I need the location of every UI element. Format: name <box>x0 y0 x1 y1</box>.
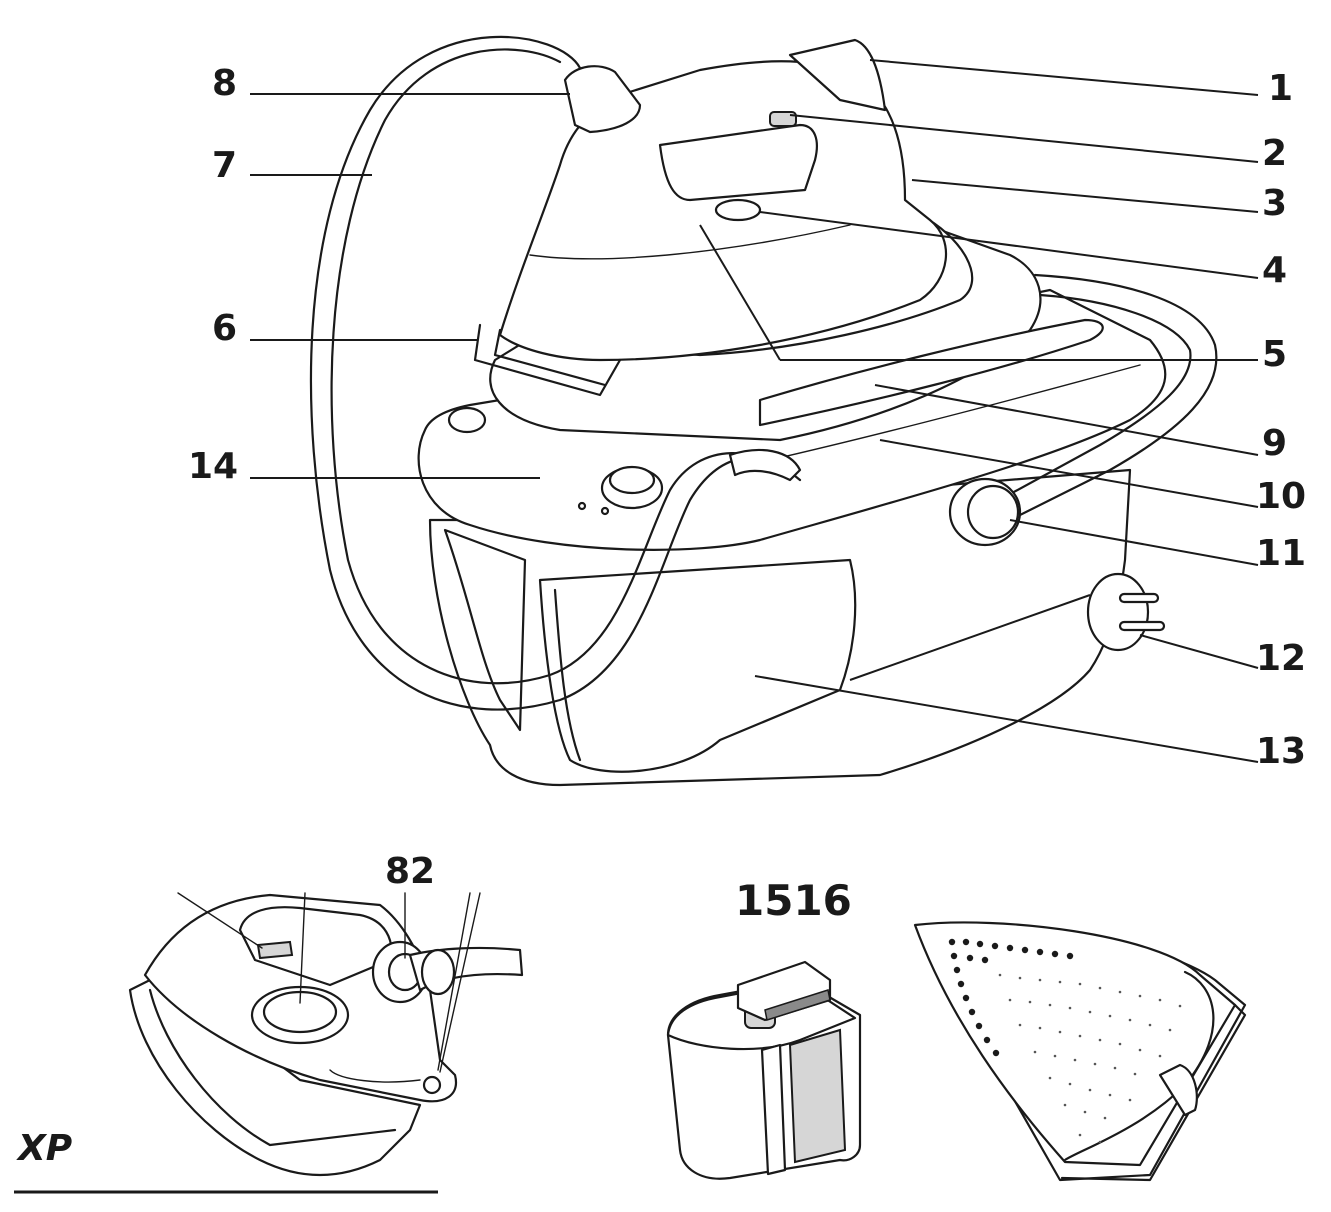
detail-cord-end <box>420 948 456 996</box>
control-knob-top <box>608 465 656 495</box>
iron-body-line <box>529 224 851 260</box>
tank-strap <box>760 1043 787 1176</box>
callout-14: 14 <box>188 446 238 487</box>
detail-leader <box>439 892 481 1073</box>
steam-generator-illustration <box>309 35 1218 787</box>
callout-6: 6 <box>212 308 237 349</box>
hose-anchor <box>728 448 802 482</box>
model-code-label: XP <box>16 1128 72 1169</box>
steam-hose <box>309 35 792 711</box>
callout-13: 13 <box>1256 731 1306 772</box>
soleplate-cover-illustration <box>913 921 1247 1182</box>
tank-cap-grip <box>764 989 831 1021</box>
callout-8: 8 <box>212 63 237 104</box>
detail-iron-sole-edge <box>148 988 397 1147</box>
carry-handle <box>988 273 1218 532</box>
callout-2: 2 <box>1262 133 1287 174</box>
power-socket <box>1086 572 1150 652</box>
callout-12: 12 <box>1256 638 1306 679</box>
iron-rear-cap <box>788 38 887 112</box>
detail-rear-screw <box>422 1075 442 1095</box>
base-side-recess <box>443 528 527 732</box>
cover-plate <box>913 921 1237 1167</box>
detail-leader <box>299 892 306 1004</box>
handle-hub-inner <box>966 484 1020 540</box>
tank-side <box>788 1028 847 1164</box>
callout-3: 3 <box>1262 183 1287 224</box>
detail-leader <box>437 892 471 1071</box>
callout-11: 11 <box>1256 533 1306 574</box>
socket-pin <box>1118 620 1166 632</box>
iron-number-label: 82 <box>385 851 435 892</box>
thermostat-dial <box>714 198 762 222</box>
callout-5: 5 <box>1262 334 1287 375</box>
cord-collar <box>563 65 642 134</box>
small-button <box>447 406 487 434</box>
callout-9: 9 <box>1262 423 1287 464</box>
water-tank-window-edge <box>553 588 582 762</box>
callout-1: 1 <box>1268 68 1293 109</box>
water-tank-window <box>538 558 857 773</box>
detail-steam-trigger <box>256 940 294 960</box>
cover-knob <box>1158 1063 1198 1117</box>
tank-number-label: 1516 <box>735 876 852 925</box>
iron-rest-clip <box>473 323 622 397</box>
indicator-light <box>577 501 587 511</box>
cover-perforation <box>998 973 1182 1144</box>
steam-hose-inner <box>330 48 802 685</box>
detail-base-line <box>329 1069 421 1083</box>
iron-rest-clip-inner <box>493 328 607 387</box>
carry-handle-inner <box>988 293 1192 507</box>
detail-leader <box>177 892 263 949</box>
iron-detail-illustration <box>128 892 524 1177</box>
water-tank-illustration <box>666 960 862 1180</box>
leader-lines <box>250 59 1259 763</box>
iron-handle-opening <box>658 123 818 202</box>
cover-steam-holes <box>948 938 1074 1057</box>
callout-10: 10 <box>1256 476 1306 517</box>
callout-4: 4 <box>1262 250 1287 291</box>
cable-groove <box>758 318 1104 427</box>
cable-groove-lower <box>769 364 1141 461</box>
callout-labels: 1 2 3 4 5 6 7 8 9 10 11 12 13 14 <box>188 63 1306 772</box>
indicator-light <box>600 506 610 516</box>
steam-trigger <box>769 111 797 127</box>
callout-7: 7 <box>212 145 237 186</box>
socket-pin <box>1118 592 1160 604</box>
